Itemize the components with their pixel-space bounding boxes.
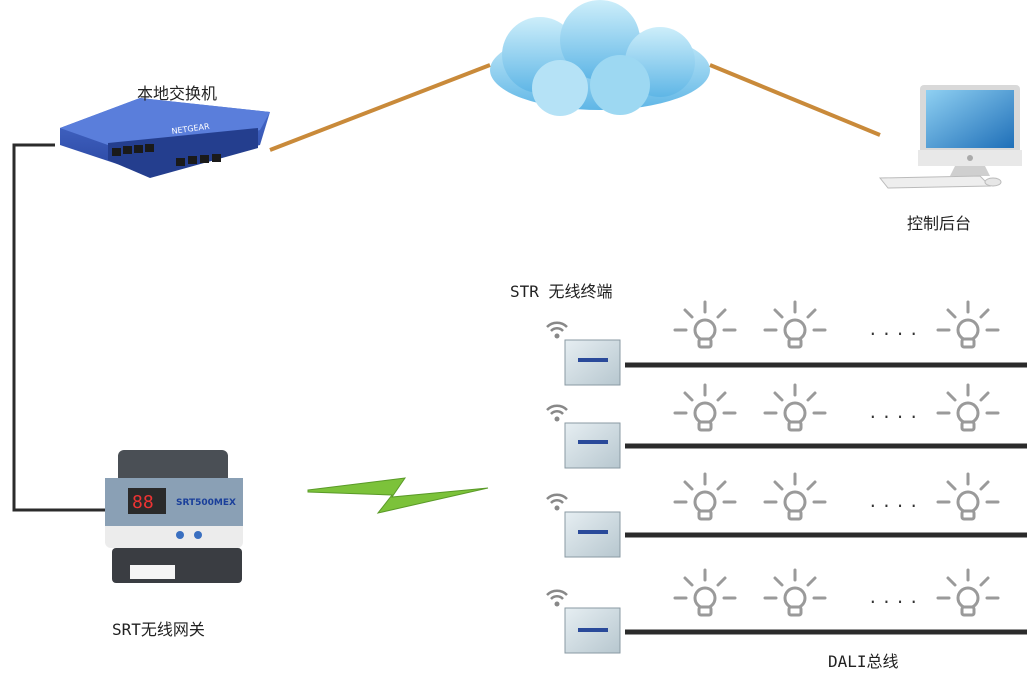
wifi-icon <box>545 404 569 423</box>
light-bulb-icon <box>673 568 737 617</box>
light-bulb-icon <box>763 568 827 617</box>
local-switch-label: 本地交换机 <box>137 84 218 103</box>
gateway-device-icon: 88 SRT500MEX <box>105 450 243 583</box>
gateway-model-text: SRT500MEX <box>176 498 236 508</box>
control-backend-label: 控制后台 <box>907 214 972 233</box>
light-bulb-icon <box>763 300 827 349</box>
dali-bus-label: DALI总线 <box>828 652 899 671</box>
cable-cloud-to-pc <box>709 63 881 137</box>
wifi-icon <box>545 493 569 512</box>
network-switch-icon: NETGEAR <box>60 98 270 178</box>
bus-ellipsis: .... <box>868 403 923 422</box>
wifi-icon <box>545 321 569 340</box>
light-bulb-icon <box>763 383 827 432</box>
bus-ellipsis: .... <box>868 588 923 607</box>
terminal-1 <box>564 339 621 386</box>
cable-switch-to-cloud <box>269 63 491 152</box>
light-bulb-icon <box>936 300 1000 349</box>
svg-text:88: 88 <box>132 492 154 513</box>
cable-switch-to-gateway <box>12 143 110 512</box>
light-bulb-icon <box>763 472 827 521</box>
bus-ellipsis: .... <box>868 492 923 511</box>
terminal-2 <box>564 422 621 469</box>
wifi-icon <box>545 589 569 608</box>
light-bulb-icon <box>673 300 737 349</box>
light-bulb-icon <box>936 472 1000 521</box>
lightning-link-icon <box>307 477 489 514</box>
cloud-icon <box>490 0 710 116</box>
light-bulb-icon <box>936 568 1000 617</box>
desktop-computer-icon <box>878 85 1022 189</box>
terminal-4 <box>564 607 621 654</box>
srt-gateway-label: SRT无线网关 <box>112 620 205 639</box>
light-bulb-icon <box>936 383 1000 432</box>
terminal-3 <box>564 511 621 558</box>
bus-ellipsis: .... <box>868 320 923 339</box>
str-terminal-label: STR 无线终端 <box>510 282 613 301</box>
dali-bus-rows <box>625 362 1027 635</box>
light-bulb-icon <box>673 383 737 432</box>
light-bulb-icon <box>673 472 737 521</box>
